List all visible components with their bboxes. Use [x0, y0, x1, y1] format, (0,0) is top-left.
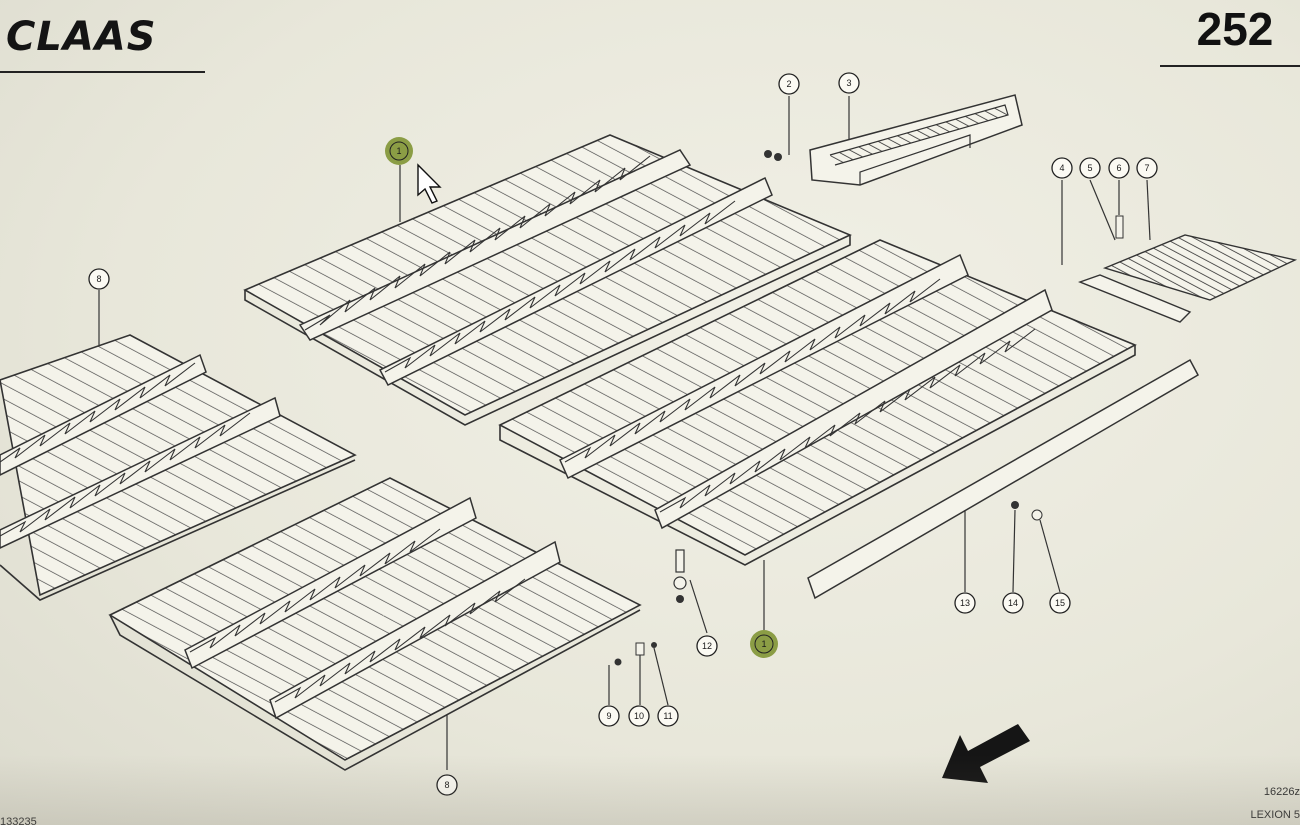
strip-part — [807, 358, 1200, 600]
callout-6[interactable]: 6 — [1108, 157, 1130, 179]
callout-10[interactable]: 10 — [628, 705, 650, 727]
claas-logo: CLAAS — [0, 14, 205, 73]
callout-8-left[interactable]: 8 — [88, 268, 110, 290]
svg-text:9: 9 — [606, 711, 611, 721]
callout-4[interactable]: 4 — [1051, 157, 1073, 179]
callout-1-bottom[interactable]: 1 — [750, 630, 778, 658]
svg-text:2: 2 — [786, 79, 791, 89]
callout-2[interactable]: 2 — [778, 73, 800, 95]
callout-13[interactable]: 13 — [954, 592, 976, 614]
sieve-pan-middle — [498, 239, 1137, 566]
fasteners — [614, 150, 1124, 666]
svg-text:13: 13 — [960, 598, 970, 608]
footer-right-code: 16226z — [1264, 786, 1300, 798]
mouse-pointer-icon — [417, 163, 442, 204]
sieve-pan-top — [243, 134, 852, 426]
callout-8-bottom[interactable]: 8 — [436, 774, 458, 796]
callout-7[interactable]: 7 — [1136, 157, 1158, 179]
callout-3[interactable]: 3 — [838, 72, 860, 94]
footer: 133235 16226z LEXION 5 — [0, 786, 1300, 825]
svg-text:14: 14 — [1008, 598, 1018, 608]
callout-1-top[interactable]: 1 — [385, 137, 413, 165]
svg-text:8: 8 — [96, 274, 101, 284]
svg-text:1: 1 — [396, 146, 401, 156]
svg-text:12: 12 — [702, 641, 712, 651]
svg-text:3: 3 — [846, 78, 851, 88]
svg-text:252: 252 — [1197, 3, 1274, 55]
svg-text:15: 15 — [1055, 598, 1065, 608]
callout-5[interactable]: 5 — [1079, 157, 1101, 179]
svg-text:5: 5 — [1087, 163, 1092, 173]
grate-part — [1078, 234, 1298, 323]
direction-arrow-icon — [942, 724, 1030, 783]
callout-14[interactable]: 14 — [1002, 592, 1024, 614]
leader-lines — [98, 96, 1151, 770]
callout-15[interactable]: 15 — [1049, 592, 1071, 614]
svg-text:11: 11 — [663, 711, 672, 721]
svg-text:4: 4 — [1059, 163, 1064, 173]
callout-12[interactable]: 12 — [696, 635, 718, 657]
svg-text:6: 6 — [1116, 163, 1121, 173]
svg-text:10: 10 — [634, 711, 644, 721]
footer-model: LEXION 5 — [1250, 809, 1300, 821]
svg-text:7: 7 — [1144, 163, 1149, 173]
bolt-part — [673, 549, 687, 603]
svg-text:8: 8 — [444, 780, 449, 790]
svg-text:CLAAS: CLAAS — [6, 14, 157, 60]
page-number: 252 — [1160, 3, 1300, 67]
sieve-pan-bottom — [108, 477, 642, 771]
callout-9[interactable]: 9 — [598, 705, 620, 727]
comb-bar-part — [809, 94, 1023, 186]
callout-11[interactable]: 11 — [657, 705, 679, 727]
svg-text:1: 1 — [761, 639, 766, 649]
sieve-pan-left — [0, 334, 357, 601]
footer-left-code: 133235 — [0, 816, 37, 825]
